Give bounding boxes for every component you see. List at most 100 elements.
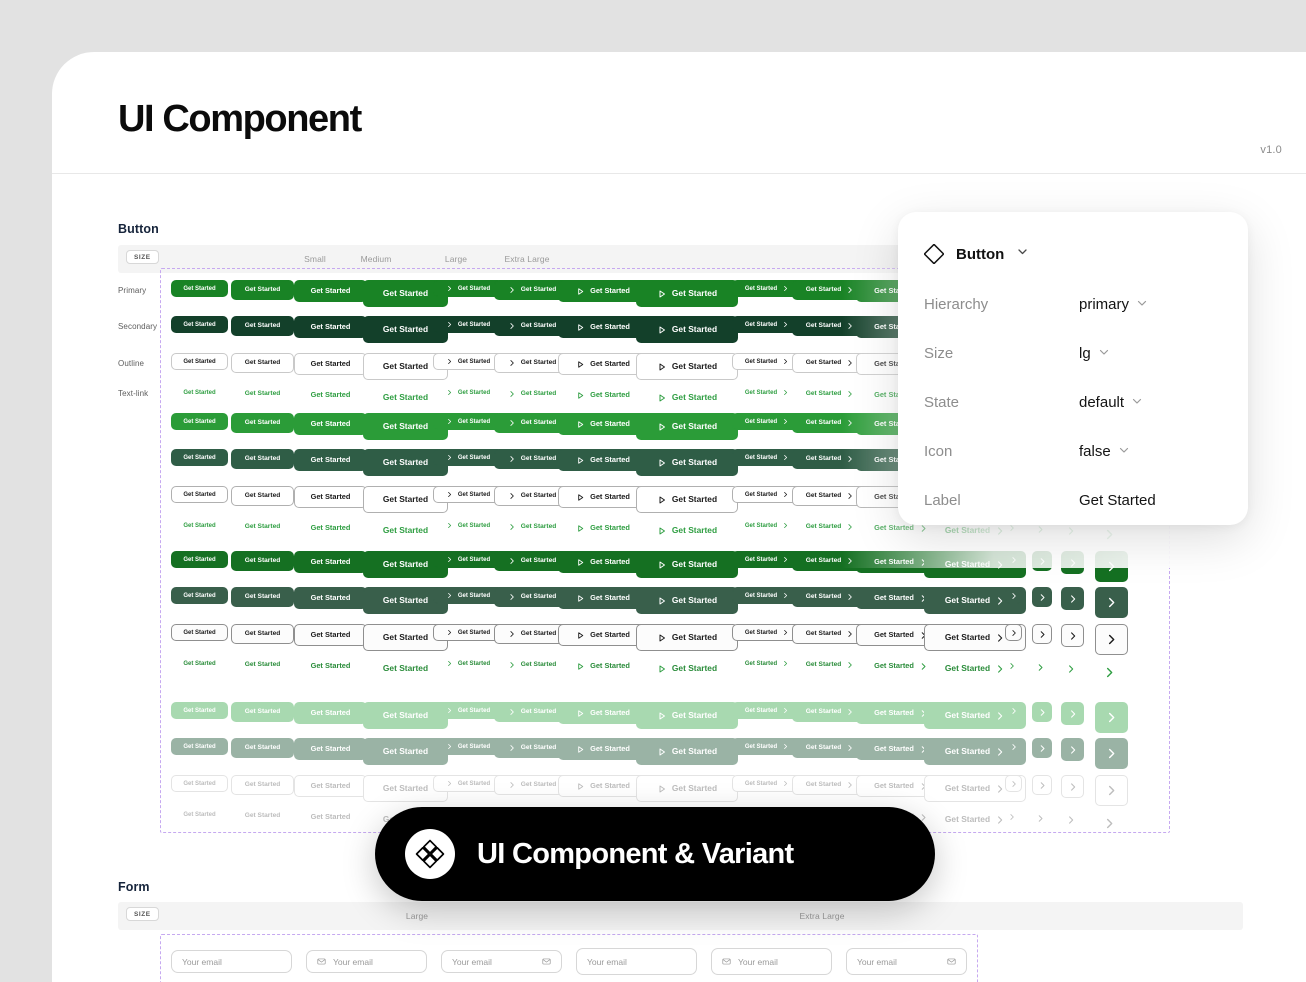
button-textlink[interactable]: Get Started [231,808,294,824]
button-outline[interactable]: Get Started [294,353,367,375]
button-textlink[interactable]: Get Started [732,386,802,399]
icon-button-outline[interactable] [1005,775,1022,792]
prop-value-state[interactable]: default [1079,394,1143,411]
panel-row-icon[interactable]: Icon false [924,427,1222,476]
button-secondary[interactable]: Get Started [636,449,738,476]
button-primary[interactable]: Get Started [231,280,294,300]
button-outline[interactable]: Get Started [171,353,228,370]
button-outline[interactable]: Get Started [433,486,503,503]
icon-button-outline[interactable] [1005,624,1022,641]
icon-button-textlink[interactable] [1095,810,1124,837]
icon-button-secondary[interactable] [1061,587,1084,610]
button-primary[interactable]: Get Started [231,413,294,433]
button-secondary[interactable]: Get Started [558,738,648,760]
button-primary[interactable]: Get Started [732,551,802,568]
icon-button-secondary[interactable] [1032,587,1052,607]
button-textlink[interactable]: Get Started [494,519,570,535]
button-textlink[interactable]: Get Started [294,386,367,404]
prop-value-label[interactable]: Get Started [1079,492,1156,509]
button-textlink[interactable]: Get Started [924,657,1026,680]
icon-button-outline[interactable] [1032,775,1052,795]
icon-button-textlink[interactable] [1032,659,1048,675]
button-secondary[interactable]: Get Started [231,449,294,469]
icon-button-primary[interactable] [1095,702,1128,733]
button-textlink[interactable]: Get Started [636,519,738,542]
button-secondary[interactable]: Get Started [494,449,570,469]
button-textlink[interactable]: Get Started [363,657,448,680]
button-outline[interactable]: Get Started [636,624,738,651]
panel-row-state[interactable]: State default [924,378,1222,427]
button-textlink[interactable]: Get Started [494,657,570,673]
button-primary[interactable]: Get Started [558,280,648,302]
button-outline[interactable]: Get Started [231,624,294,644]
button-primary[interactable]: Get Started [433,702,503,719]
button-textlink[interactable]: Get Started [558,657,648,675]
icon-button-textlink[interactable] [1032,810,1048,826]
button-outline[interactable]: Get Started [171,624,228,641]
icon-button-textlink[interactable] [1005,659,1018,672]
email-input[interactable]: Your email [306,950,427,973]
button-textlink[interactable]: Get Started [558,386,648,404]
button-primary[interactable]: Get Started [636,702,738,729]
email-input[interactable]: Your email [171,950,292,973]
button-textlink[interactable]: Get Started [494,386,570,402]
button-primary[interactable]: Get Started [732,413,802,430]
panel-header[interactable]: Button [924,244,1029,264]
button-outline[interactable]: Get Started [558,624,648,646]
button-secondary[interactable]: Get Started [171,738,228,755]
button-secondary[interactable]: Get Started [171,449,228,466]
icon-button-secondary[interactable] [1032,738,1052,758]
button-textlink[interactable]: Get Started [363,519,448,542]
button-primary[interactable]: Get Started [636,413,738,440]
button-primary[interactable]: Get Started [433,280,503,297]
button-outline[interactable]: Get Started [732,353,802,370]
icon-button-textlink[interactable] [1095,659,1124,686]
icon-button-primary[interactable] [1061,702,1084,725]
button-textlink[interactable]: Get Started [294,519,367,537]
button-textlink[interactable]: Get Started [231,657,294,673]
icon-button-primary[interactable] [1005,702,1022,719]
button-textlink[interactable]: Get Started [732,519,802,532]
button-primary[interactable]: Get Started [494,551,570,571]
button-primary[interactable]: Get Started [231,551,294,571]
button-primary[interactable]: Get Started [558,702,648,724]
icon-button-secondary[interactable] [1005,587,1022,604]
chevron-down-icon[interactable] [1016,245,1029,263]
button-primary[interactable]: Get Started [171,702,228,719]
button-outline[interactable]: Get Started [294,624,367,646]
icon-button-textlink[interactable] [1061,810,1080,829]
chevron-down-icon[interactable] [1098,345,1110,362]
icon-button-outline[interactable] [1095,624,1128,655]
button-primary[interactable]: Get Started [171,413,228,430]
button-textlink[interactable]: Get Started [363,386,448,409]
button-secondary[interactable]: Get Started [171,587,228,604]
button-primary[interactable]: Get Started [732,702,802,719]
button-textlink[interactable]: Get Started [433,657,503,670]
button-secondary[interactable]: Get Started [231,587,294,607]
button-primary[interactable]: Get Started [636,280,738,307]
button-secondary[interactable]: Get Started [792,738,868,758]
button-textlink[interactable]: Get Started [294,808,367,826]
button-primary[interactable]: Get Started [171,551,228,568]
prop-value-icon[interactable]: false [1079,443,1130,460]
email-input[interactable]: Your email [711,948,832,975]
button-outline[interactable]: Get Started [231,775,294,795]
email-input[interactable]: Your email [441,950,562,973]
button-outline[interactable]: Get Started [171,775,228,792]
panel-row-size[interactable]: Size lg [924,329,1222,378]
email-input[interactable]: Your email [846,948,967,975]
button-textlink[interactable]: Get Started [856,657,946,675]
button-secondary[interactable]: Get Started [433,738,503,755]
button-secondary[interactable]: Get Started [231,738,294,758]
button-textlink[interactable]: Get Started [231,386,294,402]
button-textlink[interactable]: Get Started [294,657,367,675]
button-outline[interactable]: Get Started [732,486,802,503]
button-secondary[interactable]: Get Started [792,587,868,607]
button-outline[interactable]: Get Started [732,624,802,641]
icon-button-outline[interactable] [1061,624,1084,647]
prop-value-size[interactable]: lg [1079,345,1110,362]
button-outline[interactable]: Get Started [558,486,648,508]
button-secondary[interactable]: Get Started [231,316,294,336]
prop-value-hierarchy[interactable]: primary [1079,296,1148,313]
button-textlink[interactable]: Get Started [792,657,868,673]
